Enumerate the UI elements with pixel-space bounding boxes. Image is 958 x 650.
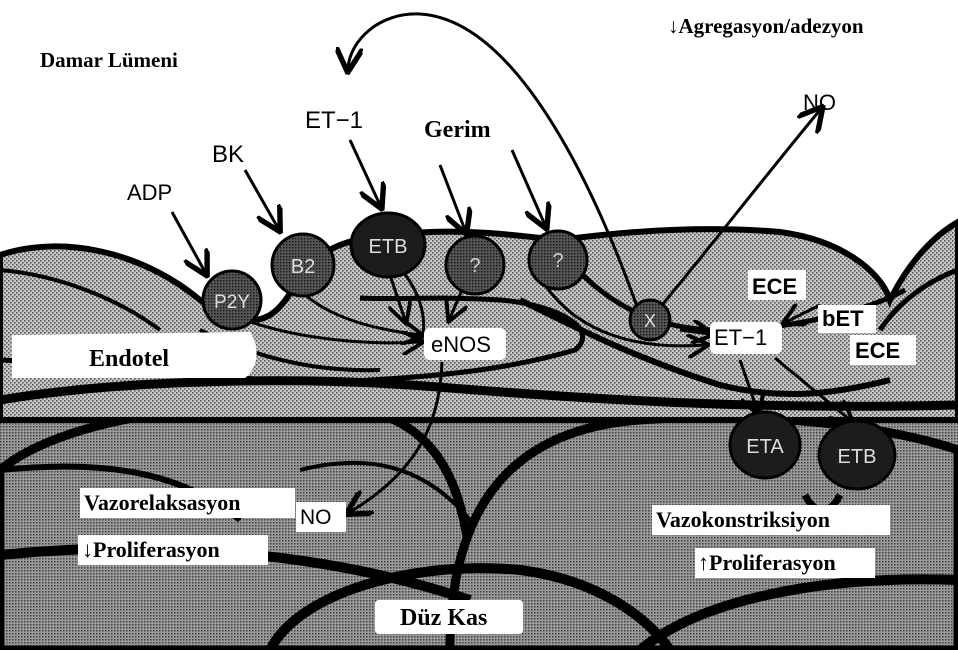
arrow-adp-to-p2y	[172, 212, 205, 272]
ece-upper-label: ECE	[752, 274, 797, 299]
endothelium-label: Endotel	[89, 346, 169, 372]
svg-text:ETB: ETB	[369, 236, 408, 258]
svg-text:?: ?	[469, 255, 480, 277]
receptor-etb-endothelial: ETB	[351, 213, 425, 277]
aggregation-label: ↓Agregasyon/adezyon	[668, 14, 864, 38]
vasoconstriction-label: Vazokonstriksiyon	[656, 507, 830, 532]
svg-text:ETB: ETB	[838, 446, 877, 468]
adp-label: ADP	[127, 180, 172, 205]
gerim-label: Gerim	[424, 117, 491, 143]
receptor-b2: B2	[272, 234, 334, 296]
vasorelaxation-label: Vazorelaksasyon	[84, 490, 240, 515]
bk-label: BK	[212, 141, 244, 168]
lumen-title: Damar Lümeni	[40, 48, 178, 72]
et1-top-label: ET−1	[305, 107, 363, 134]
receptor-etb-smooth-muscle: ETB	[819, 421, 895, 489]
arrow-gerim-to-q2	[512, 150, 545, 225]
proliferation-down-label: ↓Proliferasyon	[82, 537, 220, 562]
svg-text:?: ?	[552, 250, 563, 272]
receptor-eta-smooth-muscle: ETA	[730, 412, 800, 478]
arrow-bk-to-b2	[245, 170, 278, 228]
receptor-x: X	[630, 300, 670, 340]
no-top-label: NO	[803, 90, 836, 115]
receptor-unknown-2: ?	[529, 231, 587, 289]
bet-label: bET	[822, 306, 864, 331]
smooth-muscle-label: Düz Kas	[400, 605, 487, 631]
svg-text:X: X	[644, 311, 656, 331]
arrow-gerim-to-q1	[440, 165, 465, 230]
receptor-p2y: P2Y	[203, 271, 261, 329]
svg-text:ETA: ETA	[746, 436, 784, 458]
ece-lower-label: ECE	[855, 338, 900, 363]
et1-cell-label: ET−1	[714, 325, 767, 350]
receptor-unknown-1: ?	[446, 236, 504, 294]
no-muscle-label: NO	[300, 506, 332, 529]
proliferation-up-label: ↑Proliferasyon	[698, 550, 836, 575]
enos-label: eNOS	[431, 332, 491, 357]
arrow-et1-to-etb	[350, 140, 380, 205]
svg-text:P2Y: P2Y	[214, 292, 250, 313]
svg-text:B2: B2	[291, 256, 315, 278]
